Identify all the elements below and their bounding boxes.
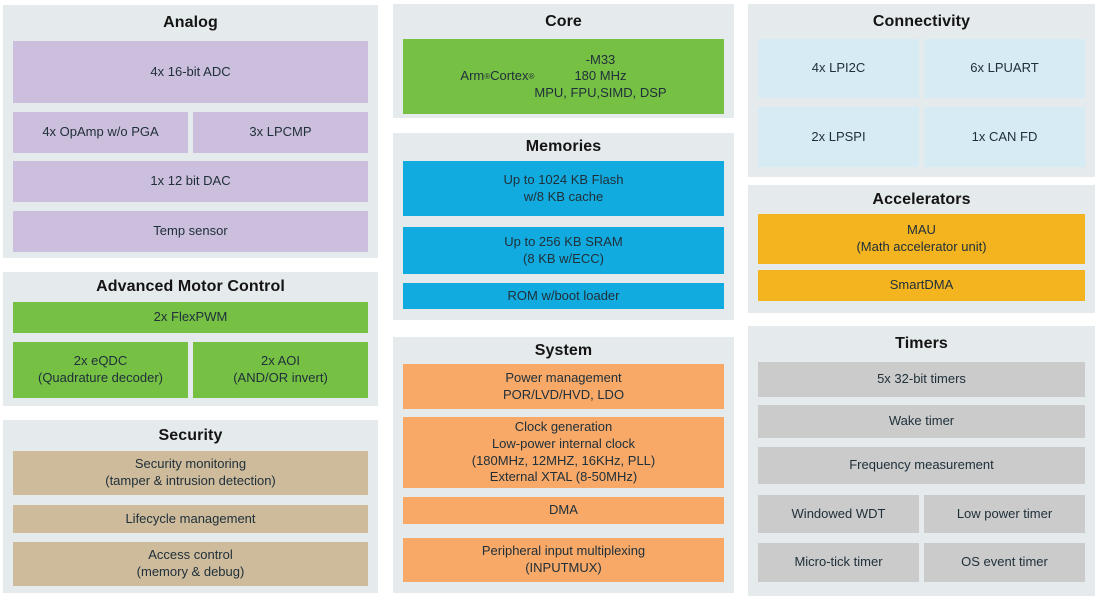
block-cortex-m33: Arm® Cortex®-M33 180 MHz MPU, FPU,SIMD, …	[403, 39, 724, 114]
block-smartdma: SmartDMA	[758, 270, 1085, 301]
block-lpuart: 6x LPUART	[924, 39, 1085, 98]
section-connectivity: Connectivity 4x LPI2C 6x LPUART 2x LPSPI…	[748, 4, 1095, 177]
block-rom: ROM w/boot loader	[403, 283, 724, 309]
section-memories-title: Memories	[525, 138, 602, 155]
section-connectivity-title: Connectivity	[872, 12, 971, 30]
section-security-title: Security	[158, 426, 223, 444]
block-aoi: 2x AOI (AND/OR invert)	[193, 342, 368, 398]
block-dac: 1x 12 bit DAC	[13, 161, 368, 202]
block-lifecycle-management: Lifecycle management	[13, 505, 368, 533]
block-inputmux: Peripheral input multiplexing (INPUTMUX)	[403, 538, 724, 582]
section-system-title: System	[534, 341, 593, 359]
timers-row-1: Windowed WDT Low power timer	[758, 495, 1085, 533]
block-access-control: Access control (memory & debug)	[13, 542, 368, 586]
section-memories: Memories Up to 1024 KB Flash w/8 KB cach…	[393, 133, 734, 320]
block-lpi2c: 4x LPI2C	[758, 39, 919, 98]
section-motor-title: Advanced Motor Control	[96, 278, 285, 295]
section-advanced-motor-control: Advanced Motor Control 2x FlexPWM 2x eQD…	[3, 272, 378, 406]
section-timers: Timers 5x 32-bit timers Wake timer Frequ…	[748, 326, 1095, 596]
block-os-event-timer: OS event timer	[924, 543, 1085, 582]
section-security: Security Security monitoring (tamper & i…	[3, 420, 378, 593]
block-power-management: Power management POR/LVD/HVD, LDO	[403, 364, 724, 409]
block-flexpwm: 2x FlexPWM	[13, 302, 368, 333]
block-temp-sensor: Temp sensor	[13, 211, 368, 252]
section-accelerators-title: Accelerators	[872, 190, 971, 208]
block-lpcmp: 3x LPCMP	[193, 112, 368, 153]
block-eqdc: 2x eQDC (Quadrature decoder)	[13, 342, 188, 398]
analog-row: 4x OpAmp w/o PGA 3x LPCMP	[13, 112, 368, 153]
block-mau: MAU (Math accelerator unit)	[758, 214, 1085, 264]
connectivity-row-2: 2x LPSPI 1x CAN FD	[758, 107, 1085, 167]
block-adc: 4x 16-bit ADC	[13, 41, 368, 103]
block-security-monitoring: Security monitoring (tamper & intrusion …	[13, 451, 368, 495]
block-windowed-wdt: Windowed WDT	[758, 495, 919, 533]
timers-row-2: Micro-tick timer OS event timer	[758, 543, 1085, 582]
block-sram: Up to 256 KB SRAM (8 KB w/ECC)	[403, 227, 724, 274]
section-analog-title: Analog	[163, 14, 218, 31]
column-right: Connectivity 4x LPI2C 6x LPUART 2x LPSPI…	[748, 0, 1095, 596]
block-flash: Up to 1024 KB Flash w/8 KB cache	[403, 161, 724, 216]
section-core: Core Arm® Cortex®-M33 180 MHz MPU, FPU,S…	[393, 4, 734, 118]
block-wake-timer: Wake timer	[758, 405, 1085, 438]
block-clock-generation: Clock generation Low-power internal cloc…	[403, 417, 724, 488]
section-analog: Analog 4x 16-bit ADC 4x OpAmp w/o PGA 3x…	[3, 5, 378, 258]
section-core-title: Core	[545, 12, 582, 30]
column-middle: Core Arm® Cortex®-M33 180 MHz MPU, FPU,S…	[393, 0, 734, 593]
block-dma: DMA	[403, 497, 724, 524]
block-opamp: 4x OpAmp w/o PGA	[13, 112, 188, 153]
section-accelerators: Accelerators MAU (Math accelerator unit)…	[748, 185, 1095, 313]
section-system: System Power management POR/LVD/HVD, LDO…	[393, 337, 734, 593]
block-32bit-timers: 5x 32-bit timers	[758, 362, 1085, 397]
connectivity-row-1: 4x LPI2C 6x LPUART	[758, 39, 1085, 98]
block-micro-tick-timer: Micro-tick timer	[758, 543, 919, 582]
block-lpspi: 2x LPSPI	[758, 107, 919, 167]
block-low-power-timer: Low power timer	[924, 495, 1085, 533]
motor-row: 2x eQDC (Quadrature decoder) 2x AOI (AND…	[13, 342, 368, 398]
block-canfd: 1x CAN FD	[924, 107, 1085, 167]
section-timers-title: Timers	[895, 335, 948, 352]
column-left: Analog 4x 16-bit ADC 4x OpAmp w/o PGA 3x…	[3, 0, 378, 593]
block-frequency-measurement: Frequency measurement	[758, 447, 1085, 484]
